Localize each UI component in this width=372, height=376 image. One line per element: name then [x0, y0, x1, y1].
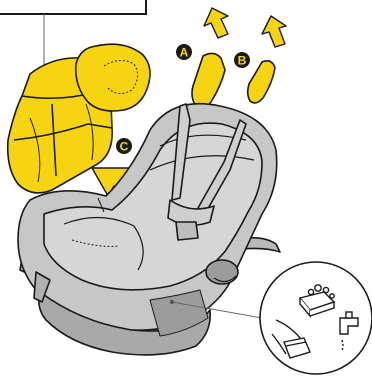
marker-b-label: B — [238, 54, 247, 68]
arrow-up-icon — [204, 8, 286, 47]
shoulder-pad-icon — [192, 53, 275, 108]
marker-c: C — [116, 138, 132, 154]
head-insert-icon — [76, 44, 150, 111]
marker-c-label: C — [120, 140, 129, 154]
washing-instructions-circle — [260, 262, 372, 374]
marker-b: B — [234, 52, 250, 68]
marker-a: A — [176, 44, 192, 60]
marker-a-label: A — [180, 46, 189, 60]
